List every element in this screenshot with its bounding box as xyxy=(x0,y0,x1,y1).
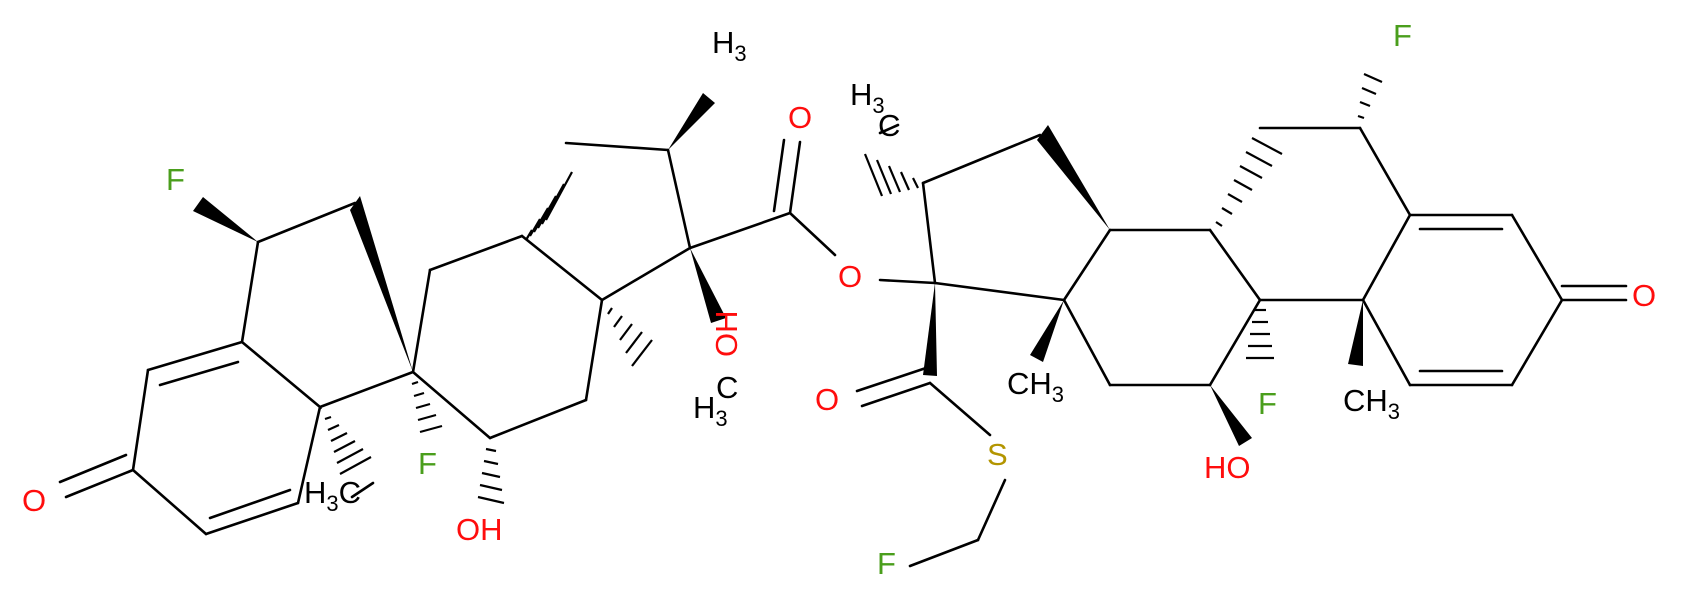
bond xyxy=(208,488,292,520)
methyl-label: H3 xyxy=(693,390,728,431)
methyl-label: H3 xyxy=(850,77,885,118)
hydroxyl-group: OH xyxy=(456,512,503,547)
bond xyxy=(688,211,792,250)
bond xyxy=(296,405,322,505)
bond xyxy=(1208,228,1262,302)
wedge-bond xyxy=(1348,300,1363,366)
wedge-bond xyxy=(923,283,937,376)
bond xyxy=(411,370,492,440)
wedge-bond xyxy=(193,197,258,242)
hash-bond xyxy=(1357,72,1383,120)
stereo-bonds xyxy=(193,72,1383,505)
atom-O: O xyxy=(815,382,839,417)
bond xyxy=(158,360,240,387)
bond xyxy=(1361,298,1412,387)
hash-bond xyxy=(607,307,653,367)
bond xyxy=(666,148,692,250)
bond xyxy=(878,123,900,135)
atom-F: F xyxy=(1393,18,1412,53)
wedge-bond xyxy=(1210,385,1252,446)
bond xyxy=(58,453,128,484)
bond xyxy=(131,468,208,536)
bond xyxy=(350,481,375,499)
bond xyxy=(1510,213,1564,302)
hash-bond xyxy=(1246,308,1274,360)
hash-bond xyxy=(411,380,443,434)
bond xyxy=(584,298,604,402)
atom-F: F xyxy=(1258,386,1277,421)
atom-F: F xyxy=(877,546,896,581)
bond xyxy=(921,133,1042,185)
hash-bond xyxy=(863,153,919,197)
bond xyxy=(520,234,604,302)
hydroxyl-group: HO xyxy=(1204,450,1251,485)
bond xyxy=(933,281,1066,302)
wedge-bond xyxy=(1037,125,1110,230)
bond xyxy=(204,501,300,536)
atom-F: F xyxy=(418,446,437,481)
methyl-label: C xyxy=(878,108,900,143)
bond xyxy=(1062,228,1112,302)
hash-bond xyxy=(477,447,505,505)
methyl-label: H3 xyxy=(712,25,747,66)
bond xyxy=(256,201,357,244)
atom-S: S xyxy=(987,437,1008,472)
bond xyxy=(1208,298,1262,387)
bond xyxy=(411,268,432,374)
bond xyxy=(240,340,322,409)
bond xyxy=(976,478,1007,542)
wedge-bond xyxy=(668,93,715,150)
bond xyxy=(1062,298,1112,387)
bond xyxy=(860,381,932,408)
methyl-label: C xyxy=(716,370,738,405)
bond xyxy=(908,538,980,568)
methyl-label: CH3 xyxy=(1007,366,1064,407)
bond xyxy=(921,181,937,285)
atom-labels: F F F F F O O O O O OH OH HO S H3 C H3 H… xyxy=(22,18,1656,581)
hash-bond xyxy=(1215,137,1283,227)
bond xyxy=(1361,213,1412,302)
bonds xyxy=(58,123,1628,568)
bond xyxy=(428,234,524,272)
atom-O: O xyxy=(788,100,812,135)
bond xyxy=(878,278,937,285)
wedge-bond xyxy=(690,248,726,323)
bond xyxy=(600,246,692,302)
bond xyxy=(788,140,802,215)
atom-O: O xyxy=(22,483,46,518)
wedge-bond xyxy=(1030,300,1064,362)
bond xyxy=(772,138,786,213)
bond xyxy=(64,468,135,499)
bond xyxy=(788,211,837,257)
hydroxyl-group: OH xyxy=(709,311,744,358)
hash-bond xyxy=(525,171,573,241)
bond xyxy=(318,370,415,409)
wedge-bond xyxy=(350,196,413,372)
bond xyxy=(928,381,992,437)
bond xyxy=(1358,126,1412,217)
bond xyxy=(1510,298,1564,387)
atom-O: O xyxy=(838,259,862,294)
methyl-label: CH3 xyxy=(1343,383,1400,424)
bond xyxy=(131,368,150,472)
atom-O: O xyxy=(1632,278,1656,313)
methyl-label: H3C xyxy=(304,475,361,516)
bond xyxy=(564,141,670,152)
bond xyxy=(855,366,928,393)
hash-bond xyxy=(319,406,372,475)
bond xyxy=(240,240,260,344)
bond xyxy=(488,398,588,440)
bond xyxy=(146,340,244,372)
atom-F: F xyxy=(166,162,185,197)
